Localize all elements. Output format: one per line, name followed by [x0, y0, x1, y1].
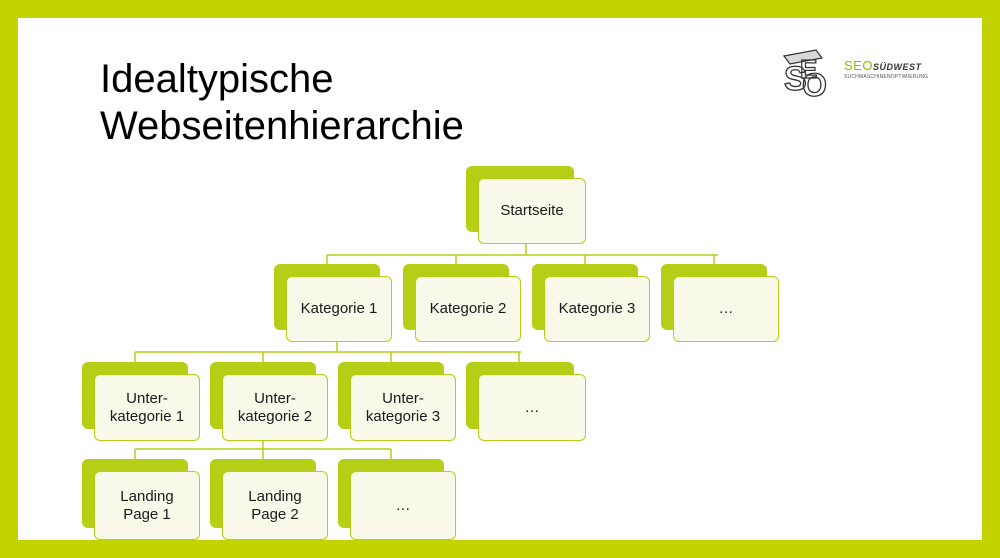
seo-logo-mark-icon: S O E — [782, 49, 828, 104]
node-label: Unter- kategorie 3 — [350, 374, 456, 441]
node-label: Unter- kategorie 2 — [222, 374, 328, 441]
node-landing-page-1: Landing Page 1 — [82, 459, 200, 540]
svg-text:E: E — [800, 54, 817, 84]
node-unterkategorie-2: Unter- kategorie 2 — [210, 362, 328, 441]
company-logo: S O E SEOSÜDWEST SUCHMASCHINENOPTIMIERUN… — [778, 48, 928, 104]
node-unterkategorie-1: Unter- kategorie 1 — [82, 362, 200, 441]
node-level2-more: … — [466, 362, 586, 441]
node-level1-more: … — [661, 264, 779, 342]
logo-tagline: SUCHMASCHINENOPTIMIERUNG — [844, 74, 929, 80]
node-label: Kategorie 2 — [415, 276, 521, 342]
logo-wordmark: SEOSÜDWEST — [844, 58, 921, 73]
node-unterkategorie-3: Unter- kategorie 3 — [338, 362, 456, 441]
node-label: Unter- kategorie 1 — [94, 374, 200, 441]
node-kategorie-2: Kategorie 2 — [403, 264, 521, 342]
title-line-2: Webseitenhierarchie — [100, 104, 464, 148]
node-label: … — [673, 276, 779, 342]
slide: Idealtypische Webseitenhierarchie S O E … — [18, 18, 982, 540]
node-landing-page-2: Landing Page 2 — [210, 459, 328, 540]
node-label: Landing Page 1 — [94, 471, 200, 540]
node-startseite: Startseite — [466, 166, 586, 244]
node-label: Landing Page 2 — [222, 471, 328, 540]
svg-text:S: S — [784, 60, 807, 98]
node-label: Kategorie 1 — [286, 276, 392, 342]
node-label: Kategorie 3 — [544, 276, 650, 342]
title-line-1: Idealtypische — [100, 57, 334, 101]
logo-name: SEO — [844, 58, 873, 73]
node-label: … — [350, 471, 456, 540]
node-label: … — [478, 374, 586, 441]
node-kategorie-3: Kategorie 3 — [532, 264, 650, 342]
node-level3-more: … — [338, 459, 456, 540]
svg-text:O: O — [802, 67, 827, 100]
slide-title: Idealtypische Webseitenhierarchie — [100, 56, 464, 150]
node-kategorie-1: Kategorie 1 — [274, 264, 392, 342]
logo-name-suffix: SÜDWEST — [872, 62, 922, 72]
hierarchy-connectors — [134, 243, 718, 459]
node-label: Startseite — [478, 178, 586, 244]
